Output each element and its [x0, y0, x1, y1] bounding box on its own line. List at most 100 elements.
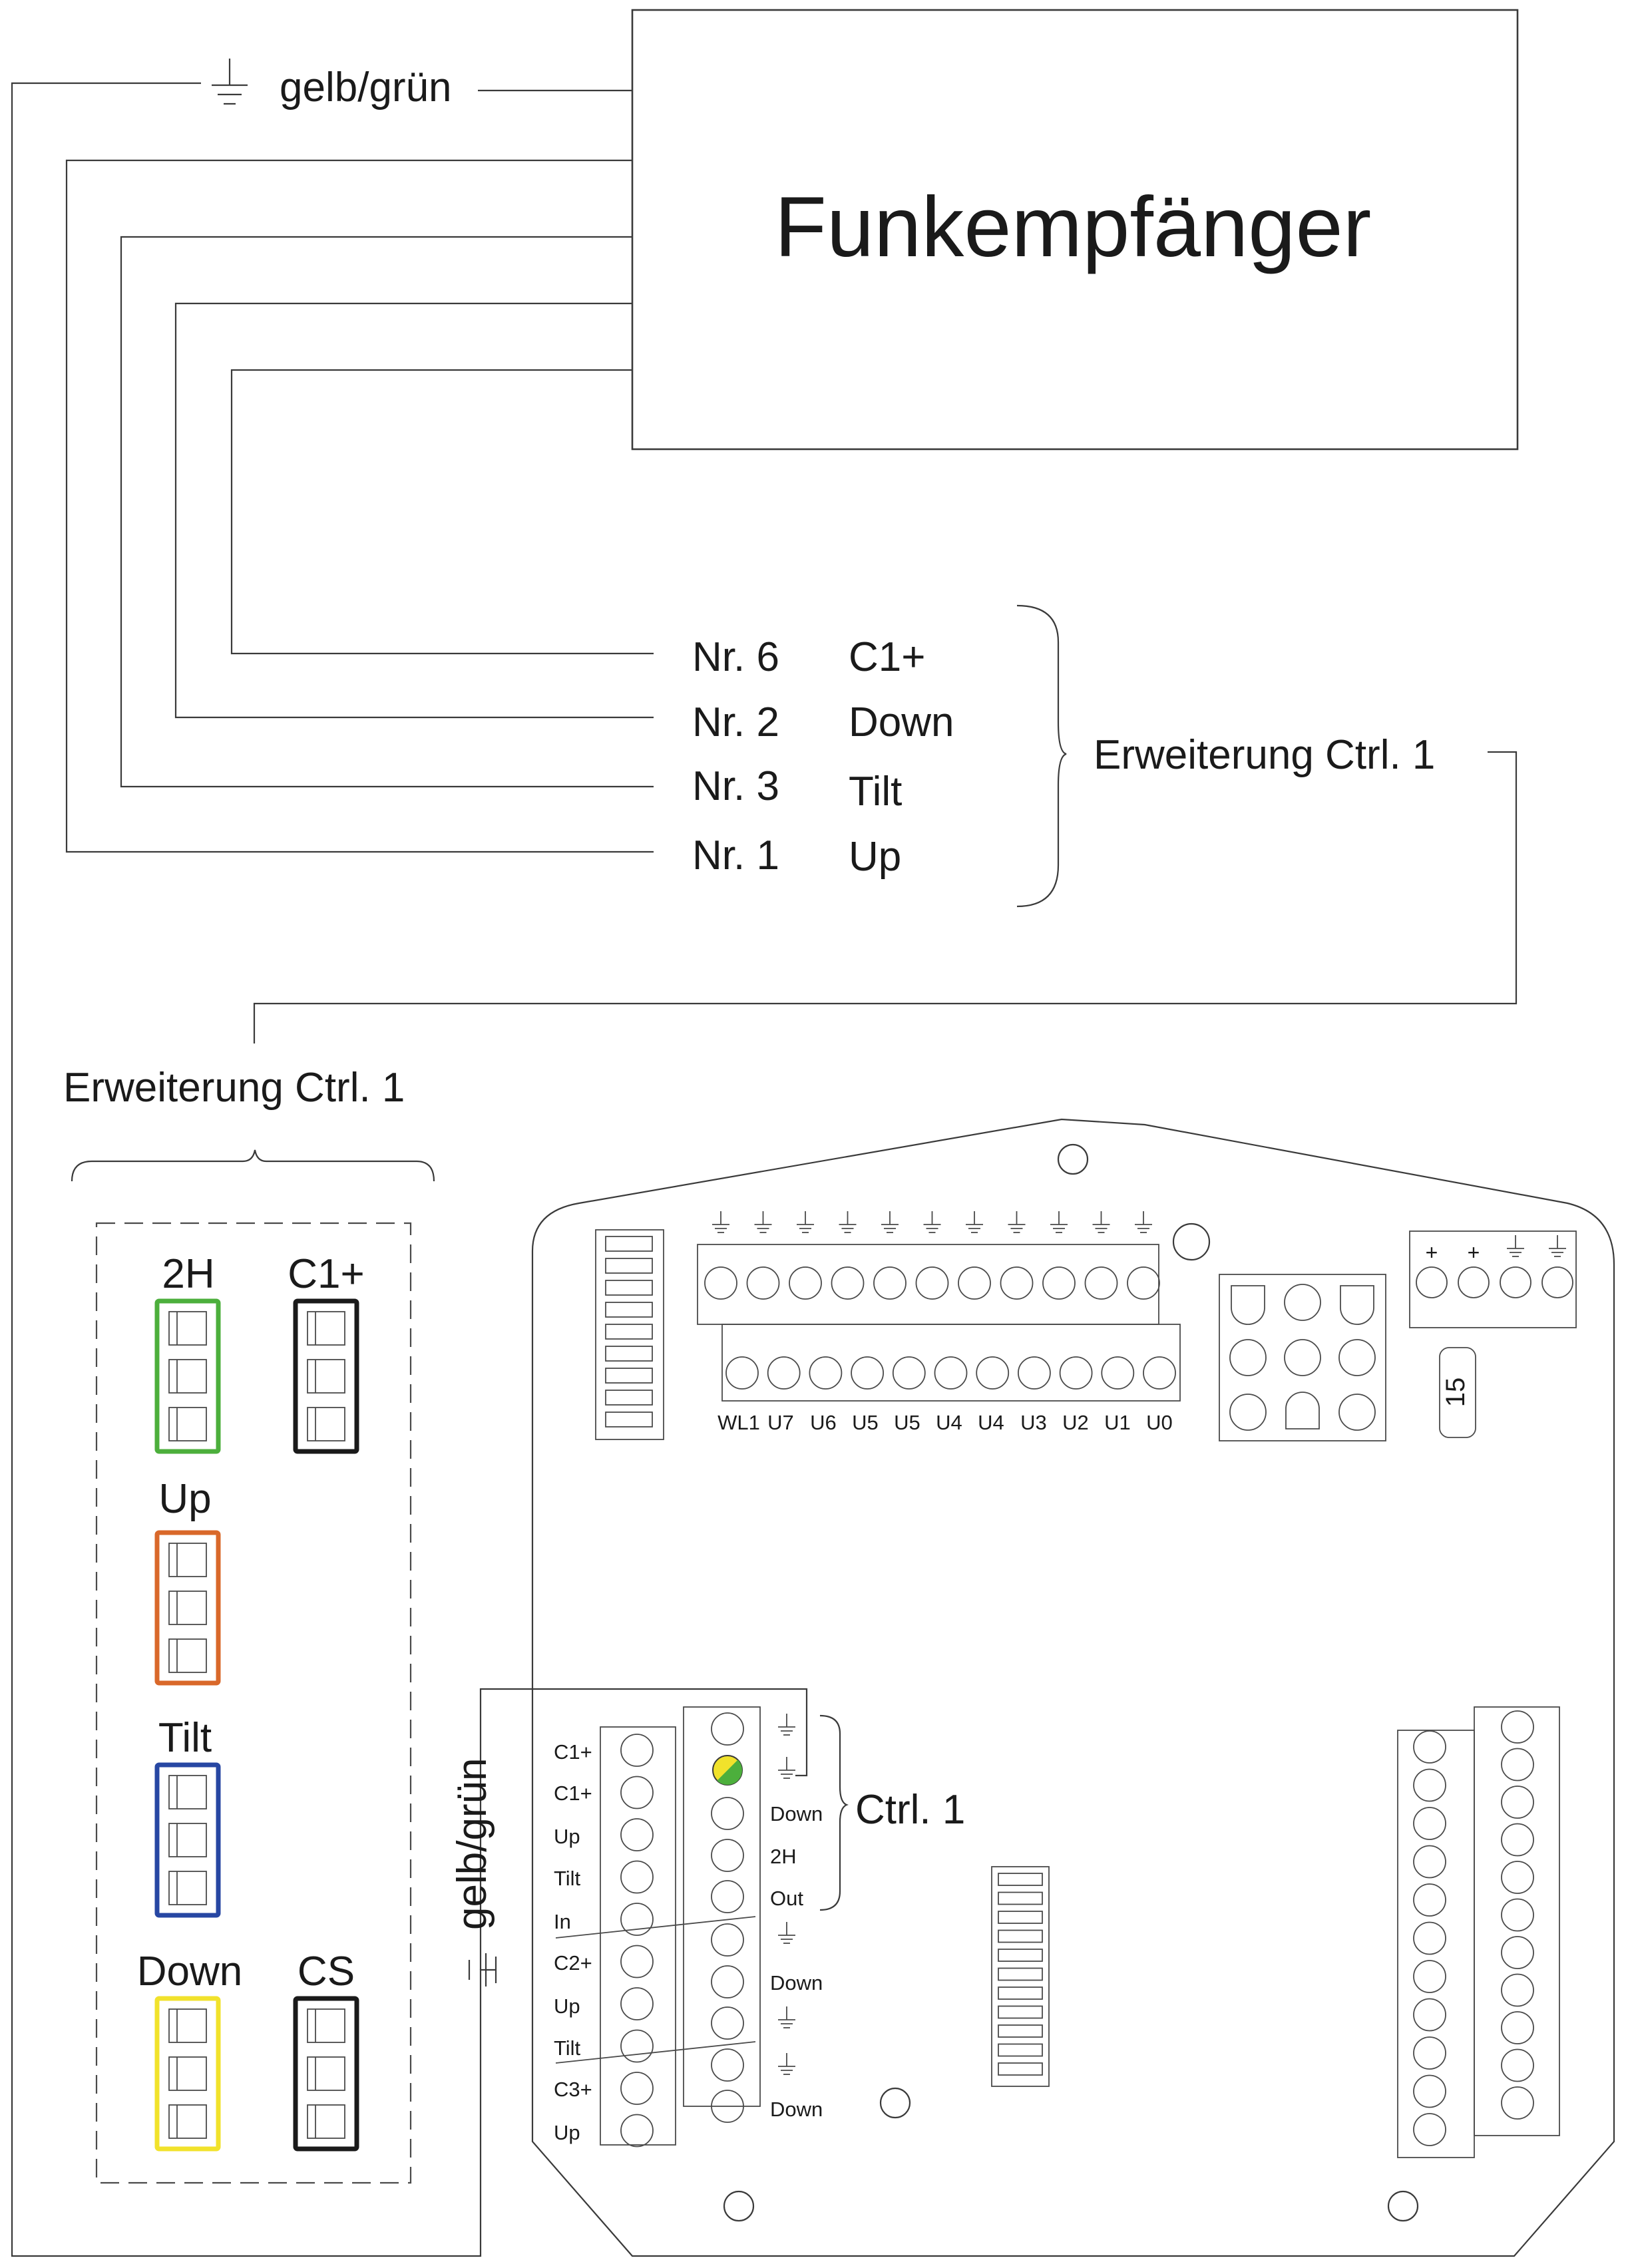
terminal-label-u5b: U5	[894, 1411, 920, 1434]
board-label-up-2: Up	[554, 1994, 580, 2018]
terminal-screw	[620, 1776, 654, 1809]
board-left-labels: C1+ C1+ Up Tilt In C2+ Up Tilt C3+ Up	[554, 1740, 592, 2144]
dip-switch	[605, 1302, 653, 1318]
terminal-screw	[1127, 1266, 1160, 1300]
terminal-screw	[711, 1839, 744, 1872]
dip-switch	[605, 1412, 653, 1427]
terminal-screw	[1501, 1786, 1534, 1819]
connector-tilt	[154, 1762, 221, 1918]
side-ground-wire	[468, 1688, 808, 1986]
board-label-c1plus-a: C1+	[554, 1740, 592, 1764]
power-sign-2: +	[1468, 1240, 1480, 1264]
connector-up	[154, 1530, 221, 1686]
terminal-screw	[711, 1797, 744, 1830]
terminal-screw	[915, 1266, 949, 1300]
dip-switch	[998, 1986, 1043, 2000]
terminal-screw	[958, 1266, 991, 1300]
dip-switch	[605, 1390, 653, 1406]
top-terminal-labels: WL1 U7 U6 U5 U5 U4 U4 U3 U2 U1 U0	[717, 1411, 1173, 1434]
ground-icon	[1507, 1235, 1524, 1257]
terminal-label-u6: U6	[810, 1411, 837, 1434]
ctrl1-brace-label: Ctrl. 1	[855, 1787, 965, 1833]
connector-label-down: Down	[137, 1949, 243, 1994]
dip-strip-left	[595, 1229, 664, 1440]
terminal-screw	[711, 2006, 744, 2040]
board-label-down-2: Down	[770, 1971, 823, 1994]
dip-switch	[998, 1873, 1043, 1886]
wire-table-brace	[1016, 604, 1067, 908]
terminal-screw	[1416, 1266, 1448, 1298]
terminal-label-u7: U7	[767, 1411, 794, 1434]
terminal-label-u5a: U5	[852, 1411, 879, 1434]
terminal-screw	[1501, 2011, 1534, 2044]
terminal-screw	[1413, 1960, 1446, 1993]
extension-brace	[71, 1149, 435, 1182]
ground-label-top: gelb/grün	[280, 65, 452, 110]
chip-label: 15	[1441, 1378, 1470, 1408]
top-ground-wire	[11, 82, 632, 2257]
terminal-screw	[1413, 1998, 1446, 2032]
terminal-screw	[711, 1880, 744, 1913]
ground-icon	[778, 1922, 795, 1944]
terminal-screw	[1501, 1936, 1534, 1969]
ground-icon	[881, 1211, 899, 1233]
board-label-up-1: Up	[554, 1825, 580, 1848]
terminal-screw	[725, 1356, 759, 1390]
mount-hole-bl	[723, 2190, 755, 2222]
terminal-screw	[1042, 1266, 1076, 1300]
dip-switch	[605, 1280, 653, 1296]
dip-switch	[998, 1929, 1043, 1943]
terminal-screw	[620, 1818, 654, 1851]
connector-label-cs: CS	[298, 1949, 355, 1994]
ground-icon	[923, 1211, 941, 1233]
terminal-label-wl1: WL1	[717, 1411, 760, 1434]
terminal-screw	[809, 1356, 843, 1390]
extension-connectors: 2H C1+ Up Tilt	[137, 1251, 365, 2152]
board-label-c2plus: C2+	[554, 1951, 592, 1975]
terminal-screw	[1084, 1266, 1118, 1300]
dip-switch	[998, 2062, 1043, 2076]
terminal-screw	[851, 1356, 884, 1390]
mount-hole-top	[1057, 1143, 1089, 1175]
extension-dashed-box	[95, 1222, 412, 2184]
dip-switch	[605, 1324, 653, 1340]
terminal-label-u0: U0	[1146, 1411, 1173, 1434]
board-label-out: Out	[770, 1887, 803, 1910]
board-label-in: In	[554, 1910, 571, 1933]
terminal-screw	[620, 1860, 654, 1894]
dip-switch	[998, 2005, 1043, 2019]
ground-icon	[1092, 1211, 1110, 1233]
terminal-screw	[1501, 1823, 1534, 1857]
terminal-screw	[711, 1965, 744, 1998]
mount-hole-mid	[879, 2087, 911, 2119]
connector-label-up: Up	[158, 1476, 211, 1522]
mount-hole-br	[1387, 2190, 1419, 2222]
ground-symbol-top-icon	[212, 59, 248, 105]
terminal-screw	[1501, 1861, 1534, 1894]
ground-icon	[1050, 1211, 1068, 1233]
wire-nr-1: Nr. 6	[692, 634, 779, 680]
wire-nr-3: Nr. 3	[692, 763, 779, 809]
terminal-screw	[767, 1356, 801, 1390]
ground-icon	[966, 1211, 983, 1233]
ground-icon	[778, 1757, 795, 1779]
connector-label-c1plus: C1+	[288, 1251, 364, 1297]
terminal-screw	[1000, 1266, 1034, 1300]
connector-c1plus	[293, 1298, 359, 1454]
terminal-screw	[620, 1734, 654, 1767]
terminal-screw	[1501, 1898, 1534, 1932]
wire-signal-3: Tilt	[849, 769, 902, 815]
bottom-left-terminals	[555, 1706, 761, 2148]
terminal-label-u4a: U4	[936, 1411, 962, 1434]
terminal-screw	[1101, 1356, 1135, 1390]
connector-cs	[293, 1996, 359, 2152]
terminal-screw	[1413, 2074, 1446, 2108]
terminal-screw	[873, 1266, 907, 1300]
mount-hole-right	[1172, 1223, 1211, 1261]
board-label-down-1: Down	[770, 1802, 823, 1825]
ground-icon	[712, 1211, 729, 1233]
terminal-screw	[620, 1987, 654, 2020]
dip-switch	[998, 1967, 1043, 1981]
ground-icon	[1135, 1211, 1152, 1233]
